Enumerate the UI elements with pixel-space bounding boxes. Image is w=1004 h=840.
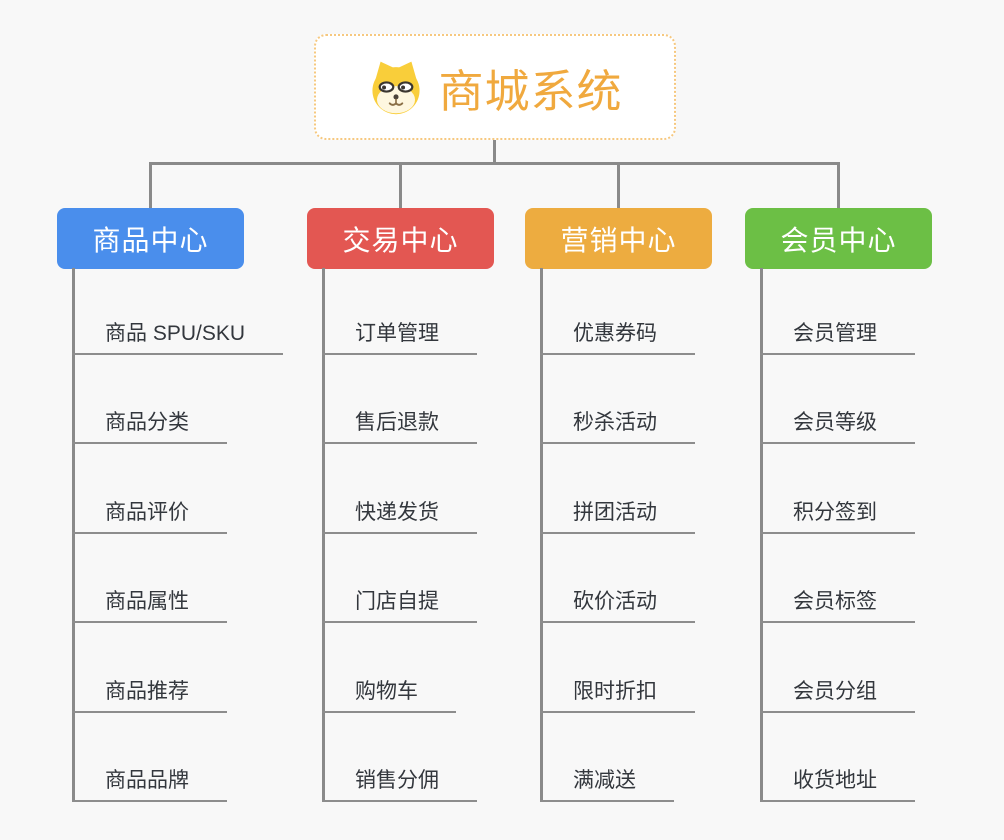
leaf-node[interactable]: 商品分类 [72, 404, 227, 444]
branch-node-product-center[interactable]: 商品中心 [57, 208, 244, 269]
connector-drop-product [149, 162, 152, 208]
leaf-node[interactable]: 销售分佣 [322, 762, 477, 802]
connector-drop-marketing [617, 162, 620, 208]
leaf-node[interactable]: 会员分组 [760, 673, 915, 713]
leaf-node[interactable]: 订单管理 [322, 315, 477, 355]
connector-drop-trade [399, 162, 402, 208]
connector-root-drop [493, 140, 496, 164]
connector-column-product [72, 268, 75, 802]
leaf-node[interactable]: 商品品牌 [72, 762, 227, 802]
leaf-node[interactable]: 拼团活动 [540, 494, 695, 534]
connector-drop-member [837, 162, 840, 208]
branch-label: 交易中心 [342, 224, 459, 256]
leaf-node[interactable]: 砍价活动 [540, 583, 695, 623]
root-title: 商城系统 [438, 65, 623, 117]
leaf-node[interactable]: 会员标签 [760, 583, 915, 623]
leaf-node[interactable]: 积分签到 [760, 494, 915, 534]
leaf-node[interactable]: 快递发货 [322, 494, 477, 534]
leaf-node[interactable]: 会员管理 [760, 315, 915, 355]
leaf-node[interactable]: 商品 SPU/SKU [72, 315, 284, 355]
leaf-node[interactable]: 优惠券码 [540, 315, 695, 355]
leaf-node[interactable]: 限时折扣 [540, 673, 695, 713]
branch-label: 营销中心 [560, 224, 677, 256]
leaf-node[interactable]: 满减送 [540, 762, 674, 802]
branch-node-trade-center[interactable]: 交易中心 [307, 208, 494, 269]
leaf-node[interactable]: 购物车 [322, 673, 456, 713]
root-node[interactable]: 商城系统 [314, 34, 676, 140]
connector-column-marketing [540, 268, 543, 802]
connector-column-member [760, 268, 763, 802]
branch-node-marketing-center[interactable]: 营销中心 [525, 208, 712, 269]
connector-column-trade [322, 268, 325, 802]
leaf-node[interactable]: 商品评价 [72, 494, 227, 534]
leaf-node[interactable]: 售后退款 [322, 404, 477, 444]
leaf-node[interactable]: 收货地址 [760, 762, 915, 802]
branch-label: 会员中心 [780, 224, 897, 256]
leaf-node[interactable]: 秒杀活动 [540, 404, 695, 444]
connector-horizontal-bar [149, 162, 840, 165]
leaf-node[interactable]: 商品属性 [72, 583, 227, 623]
dog-face-icon [372, 61, 421, 115]
leaf-node[interactable]: 会员等级 [760, 404, 915, 444]
leaf-node[interactable]: 商品推荐 [72, 673, 227, 713]
leaf-node[interactable]: 门店自提 [322, 583, 477, 623]
branch-node-member-center[interactable]: 会员中心 [745, 208, 932, 269]
branch-label: 商品中心 [92, 224, 209, 256]
